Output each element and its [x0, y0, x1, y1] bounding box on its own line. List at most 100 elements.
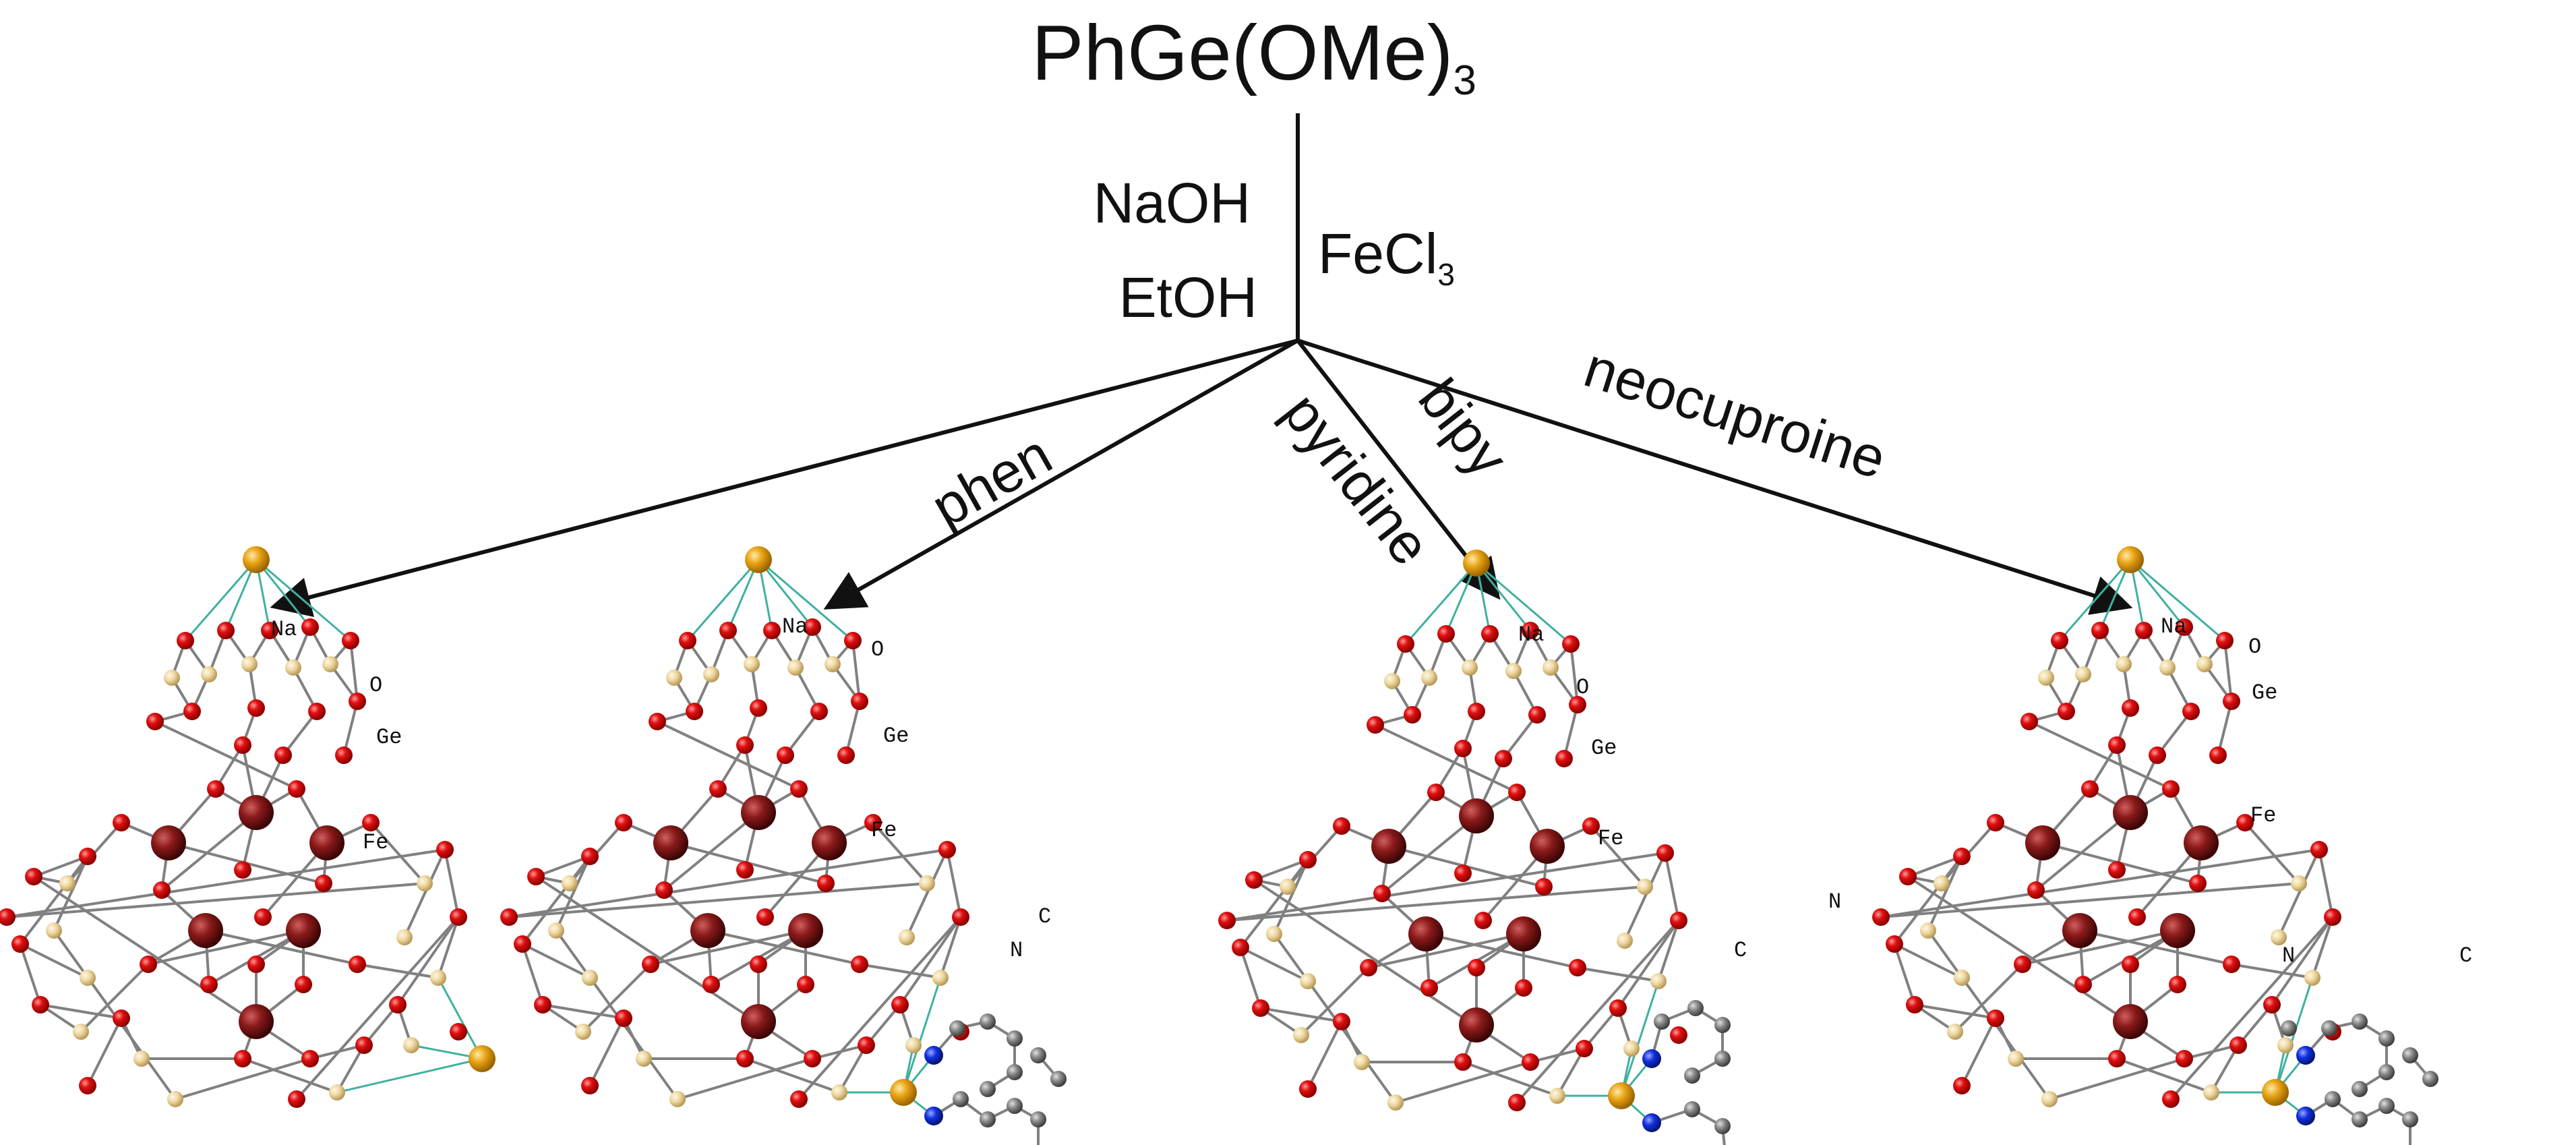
atom-ge — [1280, 879, 1296, 895]
atom-fe — [2062, 913, 2097, 948]
atom-o — [2176, 618, 2193, 636]
na-o-bond — [1475, 562, 1532, 631]
atom-o — [750, 956, 767, 973]
atom-ge — [744, 656, 760, 672]
atom-c — [1007, 1064, 1023, 1080]
atom-fe — [1459, 1007, 1494, 1043]
atom-o — [1515, 979, 1532, 997]
atom-fe — [2113, 795, 2148, 830]
bond — [2169, 916, 2334, 1100]
atom-o — [11, 935, 29, 953]
atom-o — [1474, 912, 1492, 929]
atom-ge — [322, 656, 338, 672]
p1-label-ge: Ge — [376, 725, 402, 750]
atom-o — [581, 1077, 599, 1094]
bond — [1530, 1047, 1585, 1063]
atom-c — [2378, 1064, 2395, 1080]
atom-o — [207, 780, 224, 798]
bond — [1563, 704, 1579, 759]
bond — [845, 701, 861, 756]
atom-o — [2122, 956, 2139, 973]
p3-label-c: C — [1734, 938, 1747, 963]
atom-c — [980, 1081, 996, 1097]
bond — [1893, 943, 1916, 1005]
bond — [242, 1057, 338, 1094]
atom-o — [2162, 780, 2180, 798]
atom-ge — [1650, 973, 1667, 989]
product-1 — [0, 546, 496, 1108]
atom-o — [2081, 780, 2099, 798]
bond — [1617, 919, 1680, 1009]
na-o-bond — [1404, 562, 1478, 645]
na-o-bond — [255, 559, 311, 628]
atom-o — [1953, 848, 1971, 865]
atom-o — [642, 956, 659, 973]
atom-o — [844, 632, 862, 649]
atom-o — [534, 996, 551, 1014]
bond — [2318, 849, 2334, 918]
bond — [2210, 1045, 2240, 1093]
bond — [1556, 1048, 1586, 1096]
na-o-bond — [2129, 559, 2186, 628]
bond — [2217, 701, 2233, 756]
atom-o — [2091, 622, 2109, 639]
atom-ge — [1266, 926, 1282, 942]
bond — [6, 848, 446, 918]
atom-o — [1420, 979, 1438, 997]
na-o-bond — [2274, 977, 2314, 1093]
atom-o — [2176, 1050, 2193, 1067]
bond — [2116, 1057, 2212, 1094]
atom-o — [777, 746, 794, 764]
atom-ge — [430, 970, 446, 986]
atom-o — [301, 1050, 319, 1067]
atom-o — [1569, 696, 1586, 713]
bond — [946, 849, 962, 918]
p2-label-o: O — [871, 637, 884, 662]
atom-o — [1528, 706, 1546, 724]
atom-ge — [329, 1084, 345, 1100]
atom-o — [655, 881, 673, 899]
atom-c — [2325, 1091, 2341, 1107]
atom-o — [851, 693, 868, 710]
na-o-bond — [757, 559, 814, 628]
atom-fe — [239, 1004, 274, 1039]
atom-o — [1468, 703, 1485, 720]
bond — [20, 943, 88, 979]
atom-o — [301, 618, 319, 636]
atom-o — [113, 814, 130, 831]
bond — [154, 720, 297, 790]
p3-label-fe: Fe — [1598, 826, 1623, 851]
atom-o — [1508, 784, 1526, 801]
atom-o — [864, 814, 882, 831]
atom-o — [756, 908, 774, 926]
atom-o — [2229, 1036, 2247, 1054]
atom-ge — [167, 1091, 183, 1107]
atom-ge — [2159, 659, 2176, 676]
atom-ge — [1623, 1040, 1640, 1057]
bond — [444, 849, 460, 918]
atom-o — [1468, 959, 1485, 976]
p4-label-ge: Ge — [2252, 680, 2277, 705]
bond — [295, 916, 460, 1100]
p1-label-fe: Fe — [363, 830, 388, 855]
bond — [508, 848, 948, 918]
atom-o — [1569, 959, 1586, 976]
atom-ge — [899, 929, 915, 945]
atom-o — [217, 622, 235, 639]
na-o-bond — [256, 558, 351, 642]
bond — [6, 882, 425, 918]
p1-label-na: Na — [271, 617, 297, 642]
atom-fe — [741, 1004, 776, 1039]
atom-o — [1555, 750, 1573, 767]
atom-o — [858, 1036, 875, 1054]
atom-o — [686, 703, 703, 720]
atom-fe — [2160, 913, 2195, 948]
atom-o — [1495, 750, 1512, 767]
p1-label-o: O — [369, 673, 382, 698]
bond — [1516, 919, 1680, 1104]
product-3 — [1218, 550, 1731, 1145]
atom-ge — [1549, 1088, 1565, 1104]
atom-o — [1656, 844, 1674, 862]
atom-c — [2352, 1014, 2368, 1030]
